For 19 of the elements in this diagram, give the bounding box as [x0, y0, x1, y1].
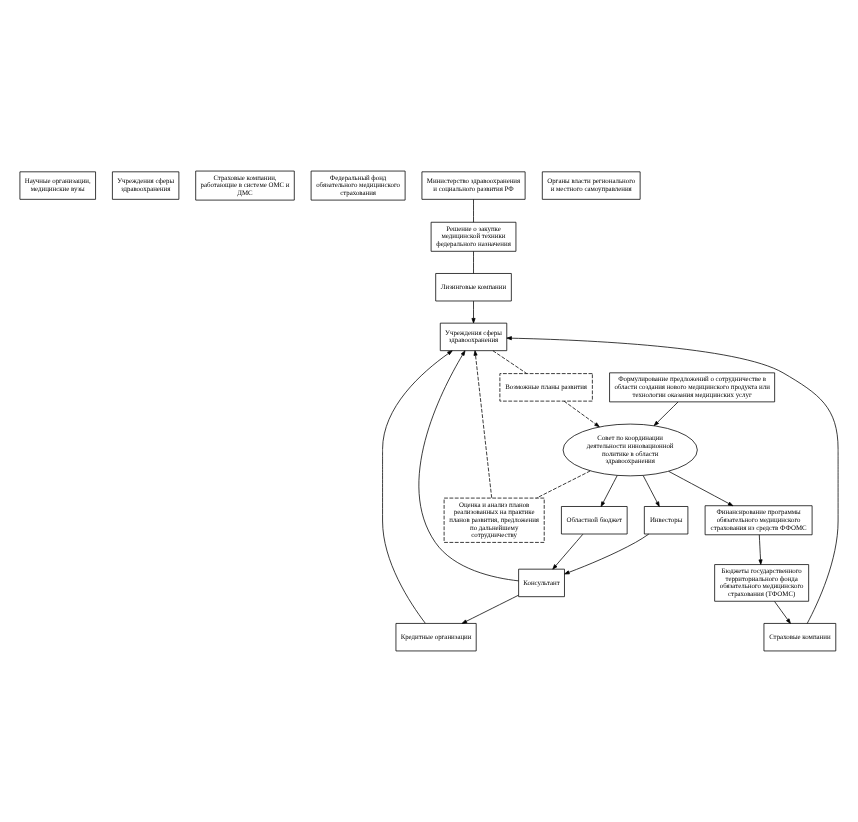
arrow	[774, 601, 791, 624]
arrow	[758, 534, 763, 565]
connector	[473, 251, 474, 274]
arrow	[506, 336, 839, 624]
arrow	[552, 533, 584, 570]
arrow	[563, 400, 600, 428]
arrow	[382, 350, 453, 624]
arrow	[668, 471, 734, 507]
connector	[492, 350, 527, 374]
arrow	[473, 350, 493, 499]
arrow	[461, 594, 519, 624]
arrow	[471, 300, 476, 324]
arrow	[642, 475, 660, 507]
arrow	[564, 533, 650, 575]
arrow	[600, 475, 618, 507]
arrow	[418, 350, 519, 582]
arrow	[653, 401, 679, 426]
connector	[536, 470, 591, 499]
connector	[473, 199, 474, 223]
